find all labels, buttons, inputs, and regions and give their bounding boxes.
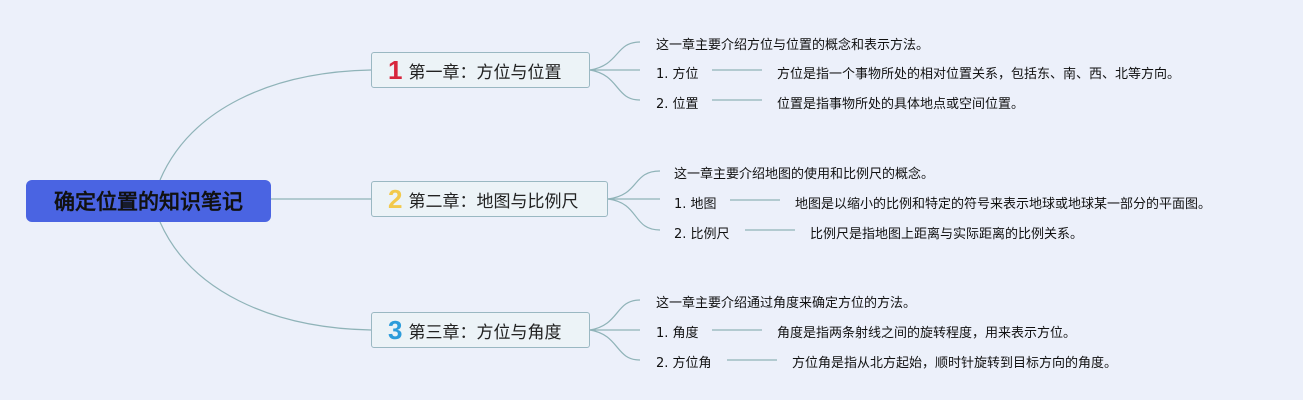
chapter-3-item-1-definition: 角度是指两条射线之间的旋转程度，用来表示方位。 [777, 326, 1077, 341]
root-topic[interactable]: 确定位置的知识笔记 [26, 180, 271, 222]
chapter-3-item-1-term: 1. 角度 [656, 326, 699, 341]
chapter-1-node[interactable]: 1 第一章：方位与位置 [371, 52, 590, 88]
chapter-2-item-1-term: 1. 地图 [674, 197, 717, 212]
ch2-branch-intro [607, 170, 661, 200]
chapter-1-item-1-term: 1. 方位 [656, 67, 699, 82]
ch3-branch-item2 [589, 329, 641, 361]
chapter-2-item-2-term: 2. 比例尺 [674, 227, 730, 242]
chapter-3-intro: 这一章主要介绍通过角度来确定方位的方法。 [656, 296, 917, 311]
chapter-2-title: 第二章：地图与比例尺 [408, 191, 579, 212]
root-topic-label: 确定位置的知识笔记 [54, 190, 243, 214]
chapter-3-title: 第三章：方位与角度 [408, 322, 562, 343]
root-to-ch3-line [159, 221, 372, 331]
chapter-2-node[interactable]: 2 第二章：地图与比例尺 [371, 181, 608, 217]
chapter-3-item-2-term: 2. 方位角 [656, 356, 712, 371]
ch1-branch-item2 [589, 69, 641, 101]
ch1-branch-intro [589, 41, 641, 71]
ch3-branch-intro [589, 299, 641, 331]
chapter-2-item-2-definition: 比例尺是指地图上距离与实际距离的比例关系。 [810, 227, 1084, 242]
chapter-1-title: 第一章：方位与位置 [408, 62, 562, 83]
chapter-1-intro: 这一章主要介绍方位与位置的概念和表示方法。 [656, 38, 930, 53]
chapter-3-number: 3 [388, 314, 403, 345]
ch2-branch-item2 [607, 198, 661, 231]
chapter-3-node[interactable]: 3 第三章：方位与角度 [371, 312, 590, 348]
chapter-2-number: 2 [388, 183, 403, 214]
chapter-2-item-1-definition: 地图是以缩小的比例和特定的符号来表示地球或地球某一部分的平面图。 [795, 197, 1212, 212]
chapter-2-intro: 这一章主要介绍地图的使用和比例尺的概念。 [674, 167, 935, 182]
chapter-1-item-2-definition: 位置是指事物所处的具体地点或空间位置。 [777, 97, 1025, 112]
chapter-1-item-1-definition: 方位是指一个事物所处的相对位置关系，包括东、南、西、北等方向。 [777, 67, 1181, 82]
chapter-1-item-2-term: 2. 位置 [656, 97, 699, 112]
chapter-1-number: 1 [388, 54, 403, 85]
root-to-ch1-line [159, 69, 372, 181]
chapter-3-item-2-definition: 方位角是指从北方起始，顺时针旋转到目标方向的角度。 [792, 356, 1118, 371]
